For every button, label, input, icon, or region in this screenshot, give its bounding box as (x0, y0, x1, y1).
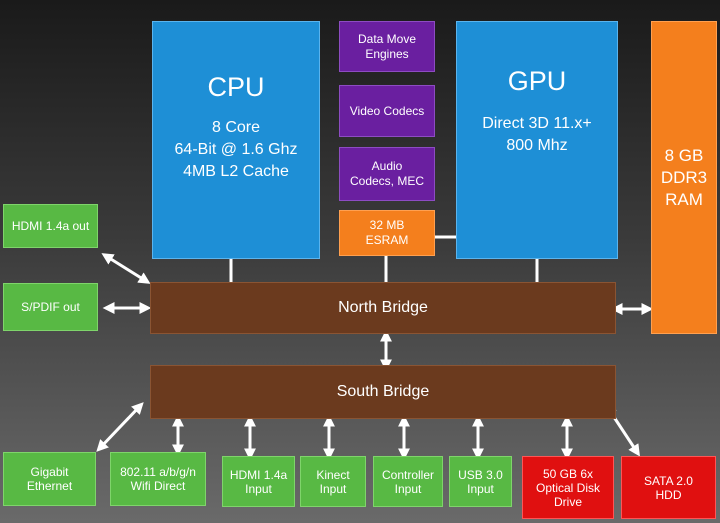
esram-line1: 32 MB (369, 218, 405, 232)
kinect-box: Kinect Input (300, 456, 366, 507)
arrow-hdmi-out-northbridge (101, 253, 151, 284)
hdmi-in-line1: HDMI 1.4a (229, 467, 288, 482)
wifi-line1: 802.11 a/b/g/n (120, 465, 196, 479)
gpu-title: GPU (507, 66, 567, 96)
controller-box: Controller Input (373, 456, 443, 507)
spdif-out-box: S/PDIF out (3, 283, 98, 331)
arrow-south-ethernet (96, 402, 144, 452)
spdif-out-label: S/PDIF out (21, 300, 80, 314)
ram-size: 8 GB (664, 145, 704, 165)
audio-line2: Codecs, MEC (349, 174, 425, 188)
hdmi-out-box: HDMI 1.4a out (3, 204, 98, 248)
optical-drive-box: 50 GB 6x Optical Disk Drive (522, 456, 614, 519)
cpu-spec-speed: 64-Bit @ 1.6 Ghz (174, 141, 298, 158)
hdd-box: SATA 2.0 HDD (621, 456, 716, 519)
audio-codecs-box: Audio Codecs, MEC (339, 147, 435, 201)
audio-line1: Audio (371, 159, 403, 173)
wifi-line2: Wifi Direct (130, 479, 186, 493)
ram-box: 8 GB DDR3 RAM (651, 21, 717, 334)
optical-line2: Optical Disk (535, 480, 600, 495)
hdmi-out-label: HDMI 1.4a out (11, 219, 90, 233)
hdmi-in-line2: Input (245, 481, 272, 496)
south-bridge-box: South Bridge (150, 365, 616, 419)
ram-type: DDR3 (660, 167, 708, 187)
gpu-spec-clock: 800 Mhz (506, 137, 568, 154)
north-bridge-label: North Bridge (338, 299, 428, 316)
ethernet-line1: Gigabit (30, 465, 69, 479)
hdd-line2: HDD (655, 487, 682, 502)
data-move-line1: Data Move (357, 31, 417, 46)
hdmi-in-box: HDMI 1.4a Input (222, 456, 295, 507)
ethernet-line2: Ethernet (26, 479, 73, 493)
controller-line1: Controller (381, 467, 435, 482)
cpu-title: CPU (207, 72, 265, 102)
controller-line2: Input (394, 481, 422, 496)
usb-box: USB 3.0 Input (449, 456, 512, 507)
optical-line1: 50 GB 6x (542, 466, 594, 481)
data-move-line2: Engines (365, 46, 409, 61)
south-bridge-label: South Bridge (336, 383, 430, 400)
usb-line1: USB 3.0 (458, 467, 503, 482)
wifi-box: 802.11 a/b/g/n Wifi Direct (110, 452, 206, 506)
ethernet-box: Gigabit Ethernet (3, 452, 96, 506)
cpu-spec-cache: 4MB L2 Cache (183, 163, 289, 180)
cpu-box: CPU 8 Core 64-Bit @ 1.6 Ghz 4MB L2 Cache (152, 21, 320, 259)
data-move-engines-box: Data Move Engines (339, 21, 435, 72)
esram-line2: ESRAM (365, 233, 409, 247)
north-bridge-box: North Bridge (150, 282, 616, 334)
optical-line3: Drive (553, 494, 582, 509)
video-codecs-box: Video Codecs (339, 85, 435, 137)
kinect-line1: Kinect (316, 467, 350, 482)
gpu-spec-directx: Direct 3D 11.x+ (482, 115, 592, 132)
esram-box: 32 MB ESRAM (339, 210, 435, 256)
video-codecs-label: Video Codecs (349, 103, 425, 118)
cpu-spec-cores: 8 Core (211, 119, 261, 136)
kinect-line2: Input (319, 481, 347, 496)
usb-line2: Input (467, 481, 494, 496)
ram-label: RAM (665, 189, 703, 209)
gpu-box: GPU Direct 3D 11.x+ 800 Mhz (456, 21, 618, 259)
hdd-line1: SATA 2.0 (644, 473, 693, 488)
